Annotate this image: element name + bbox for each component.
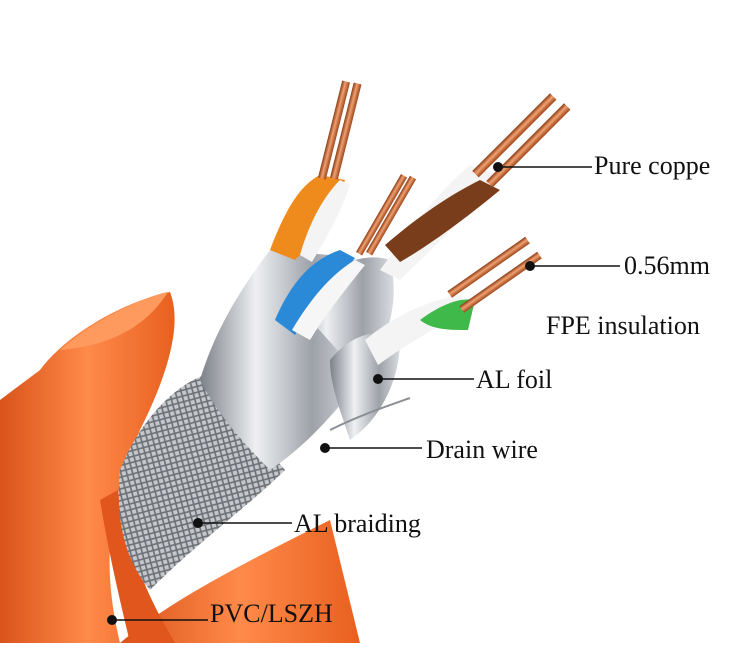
label-al-foil: AL foil (476, 365, 553, 394)
label-al-braiding: AL braiding (294, 509, 421, 538)
pair-green (365, 236, 542, 365)
label-insulation: FPE insulation (546, 311, 700, 340)
label-drain-wire: Drain wire (426, 435, 538, 464)
label-pure-copper: Pure coppe (594, 151, 711, 180)
jacket (0, 292, 360, 643)
pair-blue (275, 174, 417, 340)
label-jacket: PVC/LSZH (210, 599, 333, 628)
label-gauge: 0.56mm (624, 251, 710, 280)
pair-orange (270, 80, 362, 262)
leader-lines (107, 162, 620, 625)
